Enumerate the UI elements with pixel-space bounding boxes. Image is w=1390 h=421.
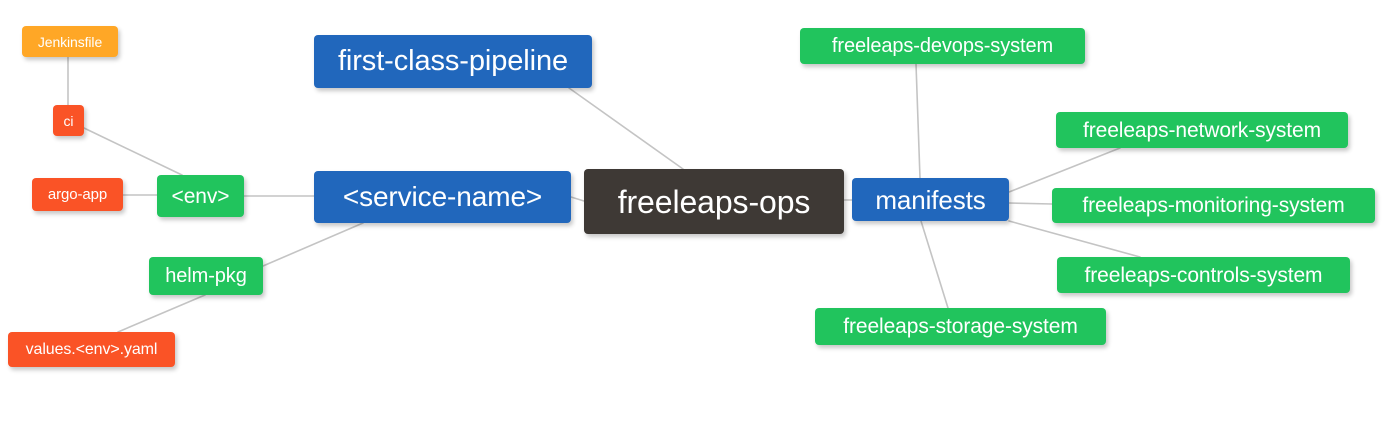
node-label-freeleaps-monitoring-system: freeleaps-monitoring-system	[1082, 194, 1345, 217]
node-label-freeleaps-storage-system: freeleaps-storage-system	[843, 315, 1078, 338]
node-values-yaml[interactable]: values.<env>.yaml	[8, 332, 175, 367]
node-label-jenkinsfile: Jenkinsfile	[37, 33, 103, 50]
node-freeleaps-devops-system[interactable]: freeleaps-devops-system	[800, 28, 1085, 64]
edge-root-service	[570, 196, 585, 202]
node-freeleaps-ops[interactable]: freeleaps-ops	[584, 169, 844, 234]
edge-manifests-controls	[1008, 220, 1141, 258]
node-env[interactable]: <env>	[157, 175, 244, 217]
node-ci[interactable]: ci	[53, 105, 84, 136]
node-manifests[interactable]: manifests	[852, 178, 1009, 221]
node-service-name[interactable]: <service-name>	[314, 171, 571, 223]
node-label-helm-pkg: helm-pkg	[165, 265, 247, 287]
node-argo-app[interactable]: argo-app	[32, 178, 123, 211]
edge-manifests-network	[1008, 147, 1121, 193]
node-label-values-yaml: values.<env>.yaml	[25, 340, 158, 358]
node-freeleaps-monitoring-system[interactable]: freeleaps-monitoring-system	[1052, 188, 1375, 223]
edge-service-helm	[262, 222, 364, 267]
node-label-ci: ci	[63, 112, 74, 129]
edge-manifests-monitoring	[1008, 202, 1053, 205]
edge-root-pipeline	[568, 87, 684, 170]
node-label-env: <env>	[171, 184, 230, 208]
node-label-freeleaps-controls-system: freeleaps-controls-system	[1084, 263, 1323, 287]
edge-manifests-storage	[920, 220, 949, 309]
edge-manifests-devops	[915, 63, 921, 179]
node-label-first-class-pipeline: first-class-pipeline	[337, 45, 569, 77]
node-label-freeleaps-ops: freeleaps-ops	[617, 183, 811, 220]
node-first-class-pipeline[interactable]: first-class-pipeline	[314, 35, 592, 88]
node-label-service-name: <service-name>	[342, 181, 543, 212]
edge-helm-values	[117, 294, 206, 333]
node-helm-pkg[interactable]: helm-pkg	[149, 257, 263, 295]
node-freeleaps-network-system[interactable]: freeleaps-network-system	[1056, 112, 1348, 148]
node-label-argo-app: argo-app	[47, 186, 108, 203]
node-label-manifests: manifests	[875, 184, 986, 215]
node-freeleaps-controls-system[interactable]: freeleaps-controls-system	[1057, 257, 1350, 293]
node-label-freeleaps-devops-system: freeleaps-devops-system	[831, 35, 1054, 57]
edge-env-ci	[83, 127, 183, 176]
node-label-freeleaps-network-system: freeleaps-network-system	[1082, 118, 1321, 142]
node-freeleaps-storage-system[interactable]: freeleaps-storage-system	[815, 308, 1106, 345]
node-jenkinsfile[interactable]: Jenkinsfile	[22, 26, 118, 57]
